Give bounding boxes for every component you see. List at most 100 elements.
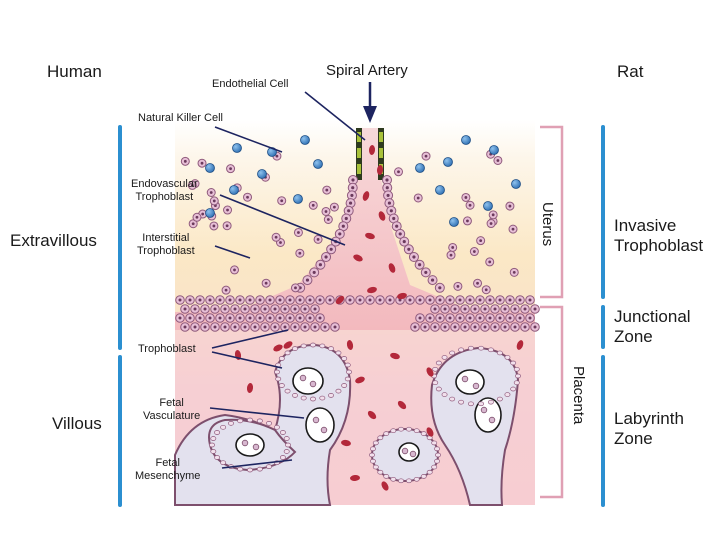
interstitial-trophoblast-cell-nucleus [279,241,282,244]
interstitial-trophoblast-cell-nucleus [397,170,400,174]
endovascular-trophoblast-cell-nucleus [385,178,389,182]
junctional-trophoblast-cell-nucleus [243,307,247,311]
villous-trophoblast-cell [398,426,404,432]
interstitial-trophoblast-cell-nucleus [311,203,315,207]
junctional-trophoblast-cell-nucleus [268,316,272,320]
endovascular-trophoblast-cell-nucleus [412,255,416,259]
uterus-label: Uterus [539,202,556,247]
junctional-trophoblast-cell-nucleus [448,298,452,302]
villous-trophoblast-cell [370,446,376,452]
maternal-rbc [365,232,375,240]
villous-trophoblast-cell [341,383,348,388]
junctional-trophoblast-cell-nucleus [253,307,257,311]
villous-trophoblast-cell [435,452,441,458]
villous-trophoblast-cell [279,430,286,435]
villous-trophoblast-cell [372,464,379,470]
villous-label: Villous [52,414,102,433]
junctional-trophoblast-cell-nucleus [198,316,202,320]
villous-trophoblast-cell [300,395,307,401]
junctional-trophoblast-cell-nucleus [498,316,502,320]
junctional-trophoblast-cell-nucleus [448,316,452,320]
villous-trophoblast-cell [390,428,397,434]
placenta-label: Placenta [570,366,587,425]
junctional-trophoblast-cell-nucleus [458,316,462,320]
fetal-rbc [461,375,469,383]
villous-trophoblast-cell [319,343,326,349]
interstitial-trophoblast-cell-nucleus [496,159,500,162]
junctional-trophoblast-cell-nucleus [488,298,492,302]
junctional-trophoblast-cell-nucleus [248,298,252,302]
interstitial-trophoblast-cell-nucleus [183,159,187,163]
villous-trophoblast-cell [284,388,291,394]
interstitial-trophoblast-cell-nucleus [226,208,229,212]
junctional-trophoblast-cell-nucleus [188,298,192,302]
interstitial-trophoblast-cell-nucleus [324,210,328,213]
nk-cell [205,163,215,173]
junctional-trophoblast-cell-nucleus [253,325,257,329]
endovascular-trophoblast-cell-nucleus [341,224,345,228]
trophoblast-label: Trophoblast [138,343,196,355]
junctional-trophoblast-cell-nucleus [438,316,442,320]
villous-trophoblast-cell [335,350,342,356]
villous-trophoblast-cell [413,476,420,482]
villous-trophoblast-cell [426,469,433,475]
junctional-trophoblast-cell-nucleus [428,298,432,302]
villous-trophoblast-cell [449,396,456,402]
maternal-rbc [362,191,370,201]
villous-trophoblast-cell [413,428,420,434]
nk-cell [461,135,471,145]
junctional-trophoblast-cell-nucleus [358,298,362,302]
maternal-rbc [381,481,389,491]
junctional-trophoblast-cell-nucleus [408,298,412,302]
villous-trophoblast-cell [478,401,485,407]
junctional-trophoblast-cell-nucleus [498,298,502,302]
maternal-rbc [426,367,434,377]
villous-trophoblast-cell [390,476,397,482]
villous-trophoblast-cell [247,467,253,473]
villous-trophoblast-cell [434,458,440,464]
villous-trophoblast-cell [237,418,244,424]
interstitial-trophoblast-cell-nucleus [479,239,483,243]
villous-trophoblast-cell [458,399,465,405]
interstitial-trophoblast-cell-nucleus [472,250,476,253]
villous-trophoblast-cell [406,426,412,432]
fetal-rbc [401,447,409,455]
maternal-rbc [246,383,254,393]
interstitial-trophoblast-cell-nucleus [298,251,302,255]
villous-trophoblast-cell [300,343,307,349]
villous-trophoblast-cell [441,392,448,397]
nk-cell [489,145,499,155]
junctional-trophoblast-cell-nucleus [293,325,297,329]
junctional-trophoblast-cell-nucleus [348,298,352,302]
villous-trophoblast-cell [214,455,221,460]
villous-trophoblast-cell [292,393,298,398]
villous-trophoblast-cell [432,380,439,386]
villous-trophoblast-cell [406,478,412,484]
endovascular-trophoblast-cell-nucleus [312,270,316,274]
junctional-trophoblast-cell-nucleus [368,298,372,302]
villous-trophoblast-cell [369,452,375,458]
interstitial-trophoblast-cell-nucleus [508,204,512,208]
maternal-rbc [368,145,376,155]
junctional-trophoblast-cell-nucleus [493,307,497,311]
villous-trophoblast-cell [237,466,244,472]
interstitial-trophoblast-cell-nucleus [201,212,205,216]
junctional-trophoblast-cell-nucleus [443,307,447,311]
invasive-trophoblast-label: Invasive Trophoblast [614,216,704,255]
endovascular-trophoblast-cell-nucleus [344,216,348,221]
junctional-trophoblast-cell-nucleus [243,325,247,329]
junctional-trophoblast-cell-nucleus [378,298,382,302]
villous-trophoblast-cell [341,356,348,361]
villous-trophoblast-cell [266,420,272,426]
junctional-trophoblast-cell-nucleus [323,325,327,329]
maternal-rbc [376,165,384,175]
interstitial-trophoblast-cell-nucleus [297,231,300,234]
interstitial-trophoblast-cell-nucleus [511,227,515,231]
junctional-trophoblast-cell-nucleus [478,298,482,302]
fetal-mesenchyme-label: Fetal Mesenchyme [135,457,201,482]
villous-trophoblast-cell [441,355,448,360]
junctional-trophoblast-cell-nucleus [523,307,527,311]
villous-trophoblast-cell [434,446,440,452]
endovascular-trophoblast-cell-nucleus [347,209,351,213]
